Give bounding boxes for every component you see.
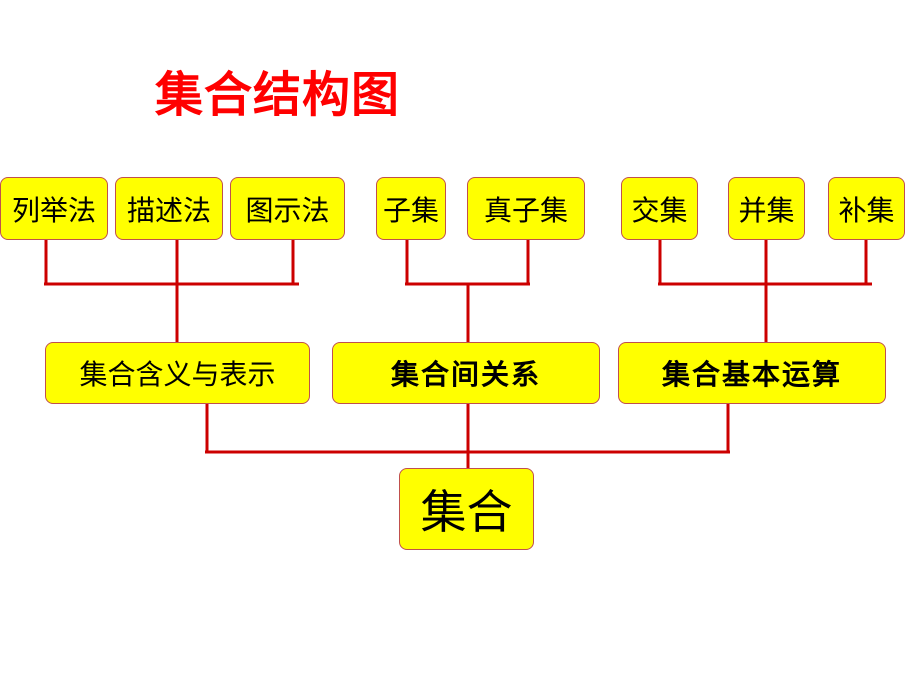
node-meaning-and-representation: 集合含义与表示	[45, 342, 310, 404]
node-label: 交集	[631, 193, 688, 227]
node-intersection: 交集	[621, 177, 698, 240]
node-diagram-method: 图示法	[230, 177, 345, 240]
node-label: 并集	[738, 193, 795, 227]
node-set-relations: 集合间关系	[332, 342, 600, 404]
node-label: 描述法	[126, 193, 211, 227]
node-union: 并集	[728, 177, 805, 240]
node-enumeration: 列举法	[0, 177, 108, 240]
node-label: 集合基本运算	[661, 358, 842, 391]
node-complement: 补集	[828, 177, 905, 240]
node-label: 集合	[420, 485, 513, 539]
node-label: 列举法	[11, 193, 96, 227]
node-proper-subset: 真子集	[467, 177, 585, 240]
node-label: 补集	[838, 193, 895, 227]
node-label: 集合间关系	[390, 358, 541, 391]
node-label: 图示法	[245, 193, 330, 227]
node-basic-operations: 集合基本运算	[618, 342, 886, 404]
node-label: 子集	[382, 193, 439, 227]
node-label: 集合含义与表示	[79, 358, 276, 391]
node-description: 描述法	[115, 177, 223, 240]
node-subset: 子集	[376, 177, 446, 240]
page-title: 集合结构图	[155, 67, 401, 123]
node-label: 真子集	[483, 193, 568, 227]
node-root-set: 集合	[399, 468, 534, 550]
